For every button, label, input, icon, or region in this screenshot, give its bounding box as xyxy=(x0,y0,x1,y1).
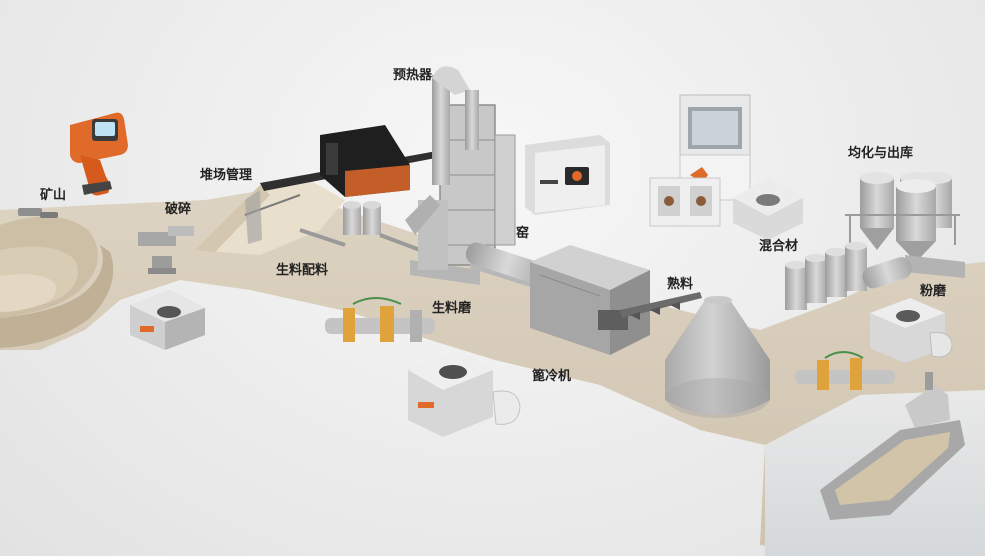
clinker-conveyor-graphic xyxy=(620,292,702,320)
lab-analyzer-center-graphic xyxy=(525,135,610,215)
benchtop-xrf-center-graphic xyxy=(408,352,521,437)
label-raw-mix: 生料配料 xyxy=(276,263,329,278)
small-analyzer-graphic xyxy=(649,177,721,227)
stockpile-graphic xyxy=(195,175,345,255)
benchtop-xrf-right-graphic xyxy=(870,298,953,363)
homogenization-silos-graphic xyxy=(845,172,965,278)
cargo-ship-graphic xyxy=(820,372,965,520)
label-kiln: 窑 xyxy=(516,226,530,241)
label-clinker: 熟料 xyxy=(667,277,694,292)
mixed-material-analyzer-graphic xyxy=(733,178,803,240)
raw-mix-silos-graphic xyxy=(299,201,421,252)
benchtop-xrf-left-graphic xyxy=(130,290,205,350)
label-mixed-material: 混合材 xyxy=(759,239,799,254)
online-analyzer-left-graphic xyxy=(325,297,435,342)
rotary-kiln-graphic xyxy=(465,242,549,290)
ground-platform xyxy=(0,190,985,556)
label-grate-cooler: 篦冷机 xyxy=(532,369,572,384)
online-analyzer-right-graphic xyxy=(795,351,895,390)
cement-mill-silos-graphic xyxy=(785,242,912,310)
mine-terraces-graphic xyxy=(0,208,114,348)
stacker-reclaimer-graphic xyxy=(260,125,472,197)
crusher-graphic xyxy=(138,226,194,274)
label-mine: 矿山 xyxy=(40,188,67,203)
handheld-analyzer-graphic xyxy=(70,112,128,196)
label-stockpile: 堆场管理 xyxy=(200,168,253,183)
label-raw-mill: 生料磨 xyxy=(432,301,472,316)
clinker-storage-cone-graphic xyxy=(665,296,770,418)
label-homogenization-dispatch: 均化与出库 xyxy=(848,146,914,161)
label-crushing: 破碎 xyxy=(165,202,192,217)
preheater-tower-graphic xyxy=(405,66,516,285)
label-preheater: 预热器 xyxy=(393,68,433,83)
label-cement-grinding: 粉磨 xyxy=(920,284,947,299)
